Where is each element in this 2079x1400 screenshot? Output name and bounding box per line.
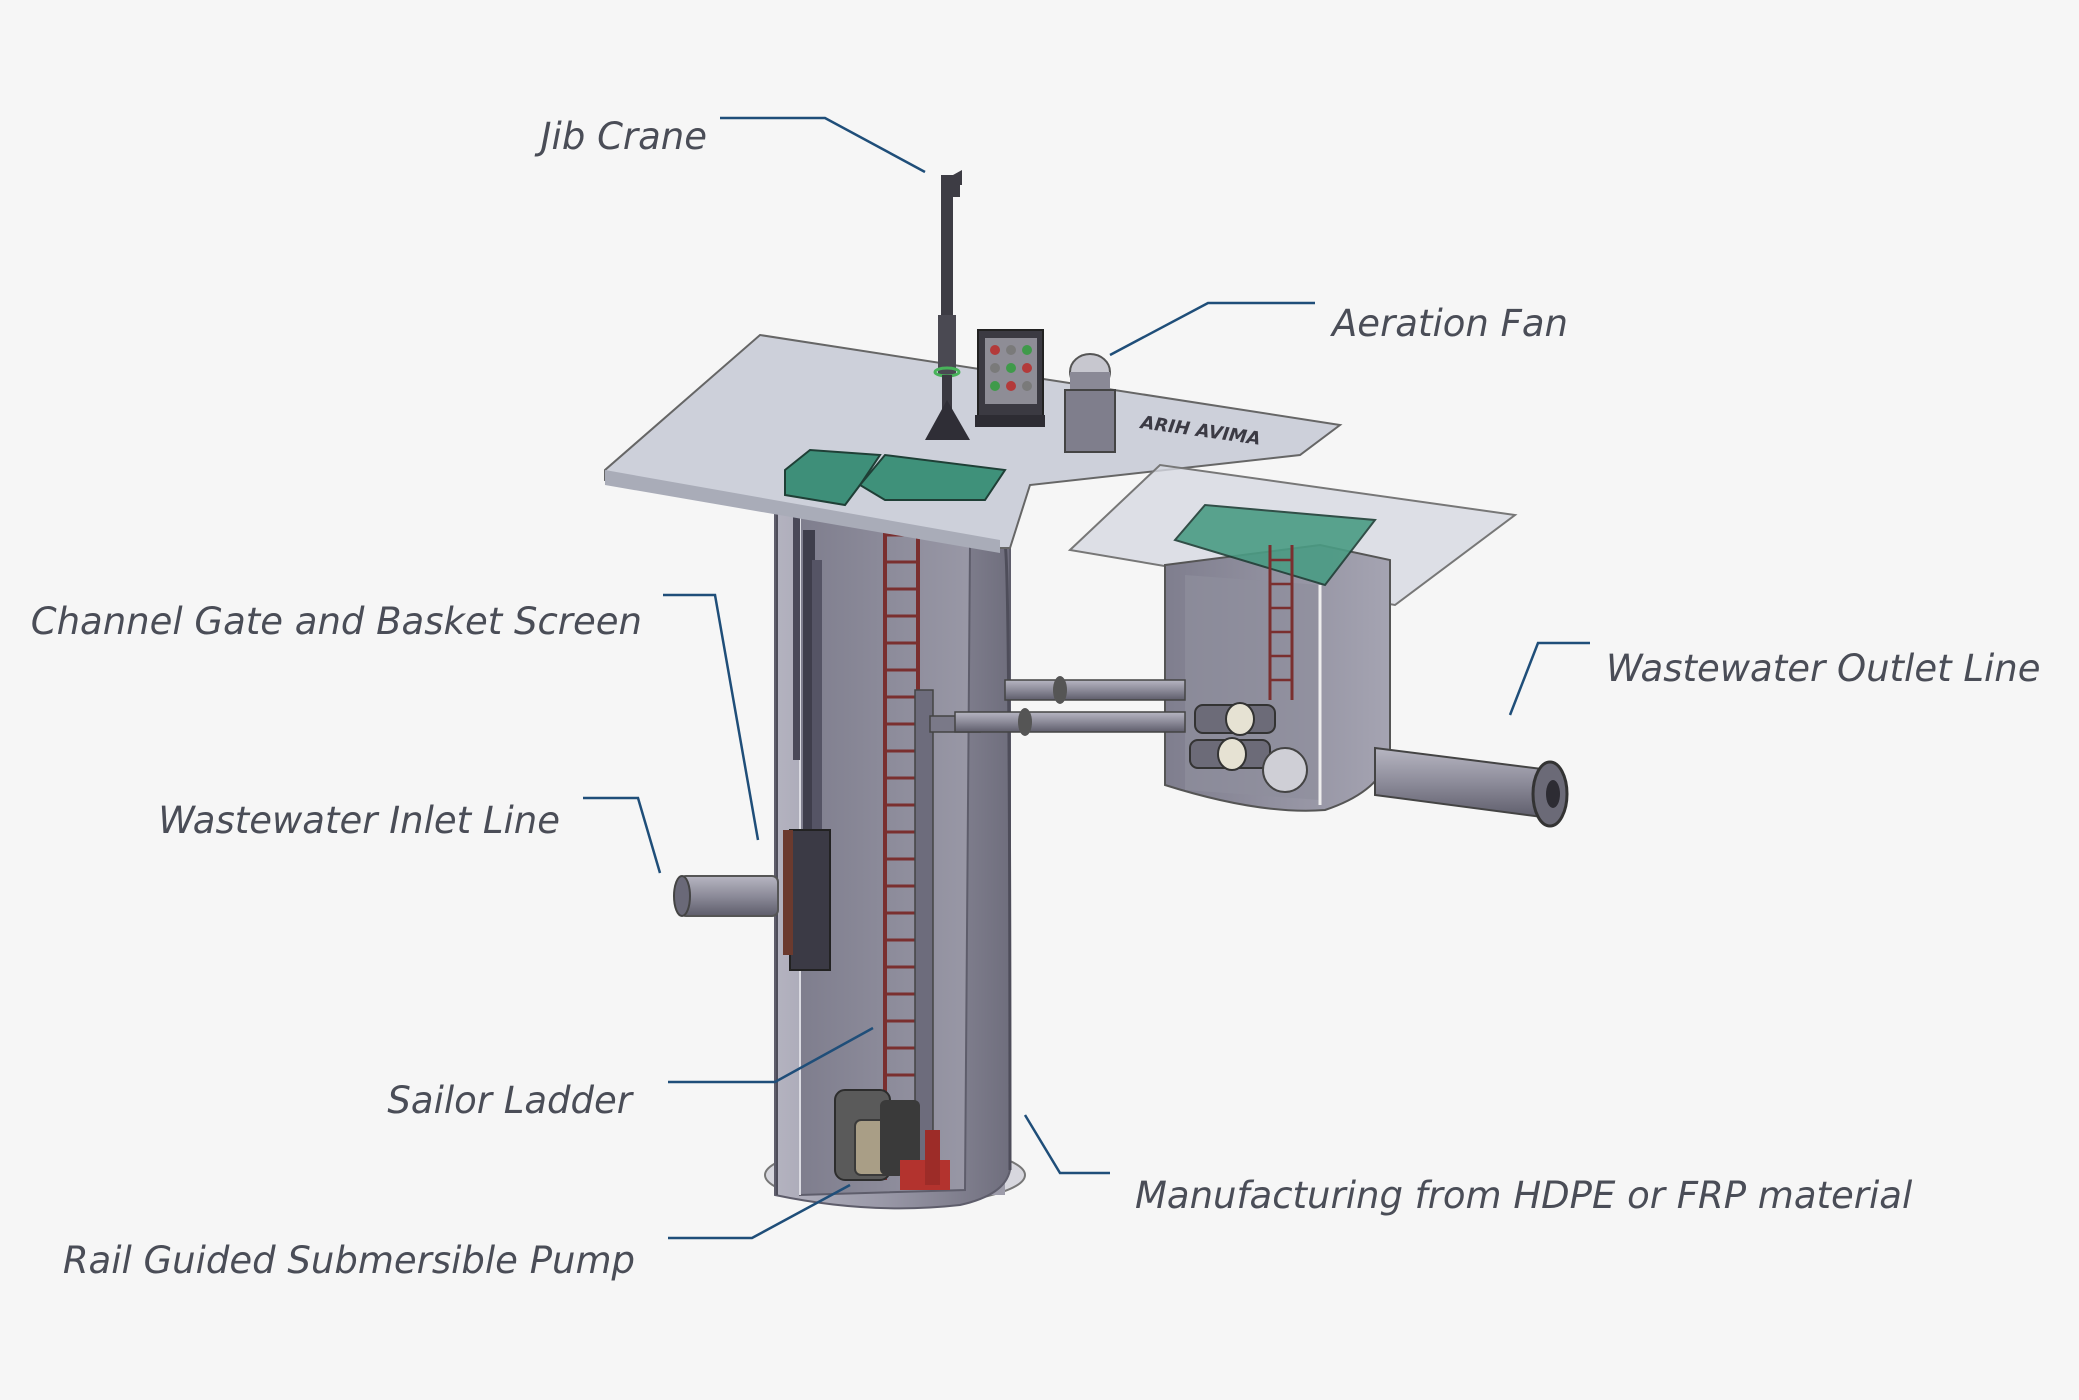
inlet-pipe — [673, 875, 779, 917]
jib-crane — [925, 170, 970, 440]
panel-indicator-light — [1006, 345, 1016, 355]
outlet-pipe — [1374, 746, 1569, 828]
label-jib-crane: Jib Crane — [540, 115, 707, 158]
connecting-pipes — [954, 676, 1186, 736]
leader-aeration-fan — [1109, 301, 1315, 357]
label-channel-gate: Channel Gate and Basket Screen — [30, 600, 642, 643]
chamber-valves — [1189, 702, 1308, 793]
panel-indicator-light — [990, 345, 1000, 355]
label-outlet-line: Wastewater Outlet Line — [1606, 647, 2041, 690]
leader-jib-crane — [720, 116, 926, 174]
main-wet-well — [764, 498, 1026, 1210]
panel-indicator-light — [1006, 363, 1016, 373]
label-aeration-fan: Aeration Fan — [1332, 302, 1569, 345]
leader-channel-gate — [663, 593, 760, 841]
control-panel — [975, 329, 1045, 427]
leader-inlet-line — [583, 796, 662, 874]
aeration-fan — [1064, 353, 1116, 453]
label-pump: Rail Guided Submersible Pump — [62, 1239, 635, 1282]
label-sailor-ladder: Sailor Ladder — [387, 1079, 632, 1122]
panel-indicator-light — [1022, 363, 1032, 373]
panel-indicator-light — [1022, 345, 1032, 355]
leader-sailor-ladder — [668, 1026, 874, 1084]
label-inlet-line: Wastewater Inlet Line — [158, 799, 560, 842]
panel-indicator-light — [1022, 381, 1032, 391]
leader-material — [1023, 1114, 1110, 1175]
submersible-pump — [834, 1089, 950, 1190]
channel-gate-basket-screen — [783, 440, 831, 971]
label-material: Manufacturing from HDPE or FRP material — [1135, 1174, 1913, 1217]
leader-lines — [583, 116, 1590, 1240]
panel-indicator-light — [990, 381, 1000, 391]
panel-indicator-light — [1006, 381, 1016, 391]
leader-pump — [668, 1183, 851, 1240]
leader-outlet-line — [1508, 641, 1590, 716]
panel-indicator-light — [990, 363, 1000, 373]
access-covers — [784, 448, 1007, 507]
